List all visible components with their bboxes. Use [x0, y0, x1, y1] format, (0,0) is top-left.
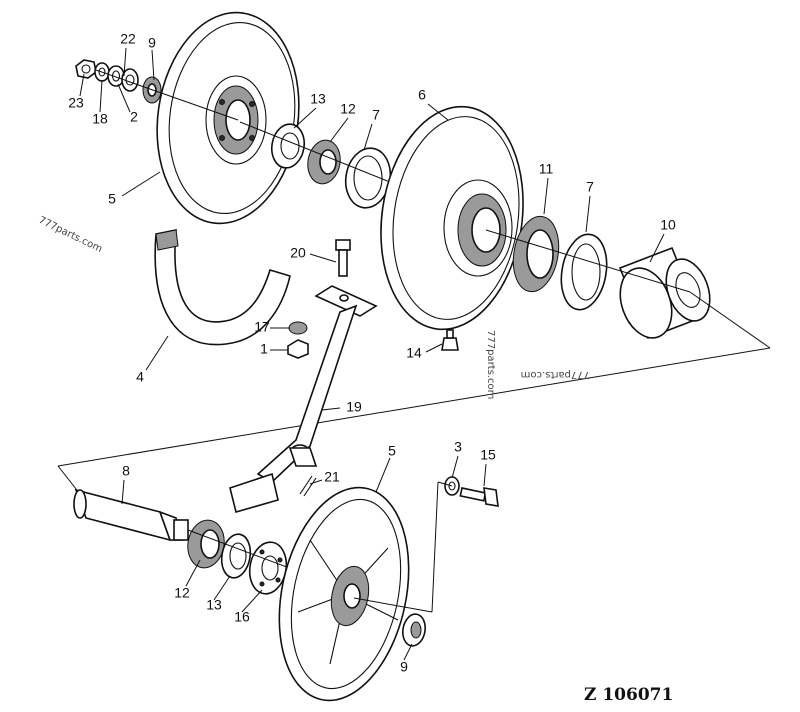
callout-7: 7 [372, 107, 380, 123]
callout-21: 21 [324, 469, 340, 485]
callout-18: 18 [92, 111, 108, 127]
lube-fitting-part-14 [441, 329, 459, 351]
callout-12: 12 [340, 101, 356, 117]
callout-13: 13 [310, 91, 326, 107]
bushing-part-9-lower [402, 613, 426, 647]
callout-8: 8 [122, 463, 130, 479]
callout-4: 4 [136, 369, 144, 385]
callout-3: 3 [454, 439, 462, 455]
nut-part-23 [75, 59, 97, 79]
seal-part-7-right [560, 233, 608, 311]
watermark-center-rotated: 777parts.com [485, 330, 496, 399]
callout-7: 7 [586, 179, 594, 195]
washer-part-22 [121, 68, 139, 92]
cotter-pin-part-21 [299, 475, 317, 497]
callout-14: 14 [406, 345, 422, 361]
callout-15: 15 [480, 447, 496, 463]
watermark-center-flipped: 777parts.com [521, 369, 590, 380]
pin-part-19-hub [288, 447, 318, 467]
seal-part-7-upper [344, 147, 392, 209]
pulley-half-upper-part-5 [156, 11, 300, 225]
bolt-part-15 [459, 487, 499, 507]
nut-part-1 [287, 339, 309, 359]
callout-20: 20 [290, 245, 306, 261]
callout-23: 23 [68, 95, 84, 111]
callout-9: 9 [400, 659, 408, 675]
callout-9: 9 [148, 35, 156, 51]
callout-5: 5 [108, 191, 116, 207]
bearing-part-11 [512, 215, 560, 293]
callout-22: 22 [120, 31, 136, 47]
callout-leaders [79, 47, 665, 661]
belt-part-4 [154, 229, 291, 346]
callout-2: 2 [130, 109, 138, 125]
callout-17: 17 [254, 319, 270, 335]
callout-11: 11 [539, 161, 554, 177]
spacer-sleeve-part-10 [618, 246, 711, 340]
watermark-left: 777parts.com [37, 215, 104, 255]
callout-5: 5 [388, 443, 396, 459]
callout-16: 16 [234, 609, 250, 625]
bolt-part-20 [335, 239, 351, 277]
shaft-part-8 [73, 488, 189, 542]
drawing-number: Z 106071 [584, 685, 673, 705]
callout-10: 10 [660, 217, 676, 233]
pulley-half-part-6 [380, 105, 524, 331]
tapered-bearing-part-12-upper [307, 139, 341, 185]
callout-19: 19 [346, 399, 362, 415]
pulley-half-lower-part-5 [278, 486, 410, 702]
flange-part-16 [248, 541, 288, 595]
callout-6: 6 [418, 87, 426, 103]
callout-1: 1 [260, 341, 268, 357]
callout-13: 13 [206, 597, 222, 613]
callout-12: 12 [174, 585, 190, 601]
lock-washer-part-17 [288, 321, 308, 335]
